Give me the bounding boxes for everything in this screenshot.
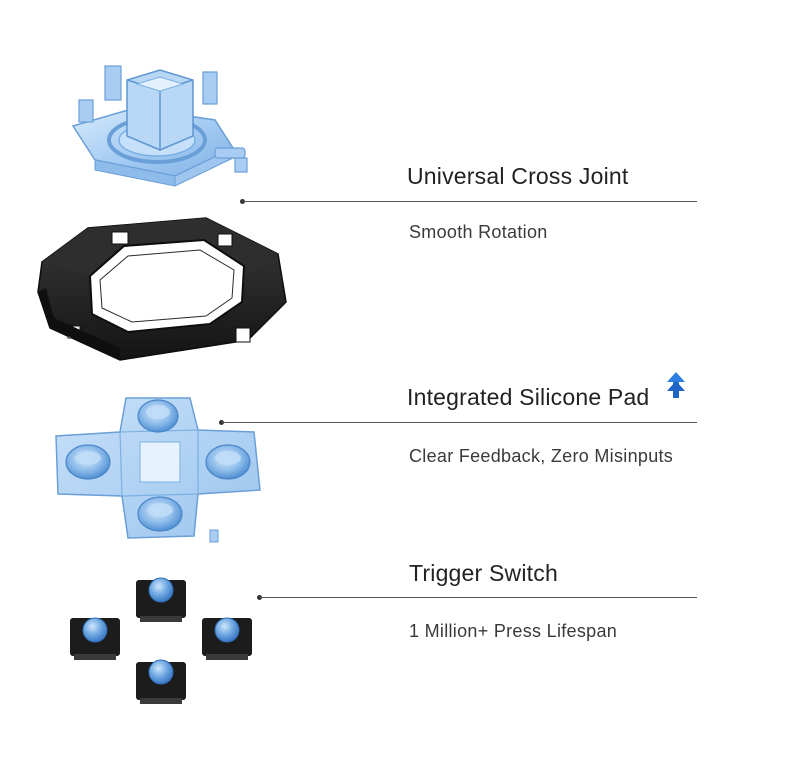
feature-title-cross-joint: Universal Cross Joint: [407, 163, 629, 189]
feature-subtitle-trigger-switch: 1 Million+ Press Lifespan: [409, 621, 618, 641]
leader-line: [243, 201, 697, 202]
leader-dot: [257, 595, 262, 600]
universal-cross-joint-illustration: [71, 65, 248, 187]
black-frame-ring-illustration: [37, 217, 287, 361]
switch-top: [136, 577, 186, 622]
leader-line: [260, 597, 697, 598]
feature-subtitle-cross-joint: Smooth Rotation: [409, 222, 548, 242]
leader-line: [222, 422, 697, 423]
switch-right: [202, 617, 252, 660]
feature-subtitle-silicone-pad: Clear Feedback, Zero Misinputs: [409, 446, 674, 466]
feature-title-trigger-switch: Trigger Switch: [409, 560, 558, 586]
feature-title-silicone-pad: Integrated Silicone Pad: [407, 384, 650, 410]
silicone-pad-illustration: [55, 397, 261, 543]
switch-bottom: [136, 659, 186, 704]
upgrade-arrow-icon: [667, 372, 685, 398]
leader-dot: [219, 420, 224, 425]
leader-dot: [240, 199, 245, 204]
switch-left: [70, 617, 120, 660]
trigger-switches-illustration: [70, 577, 252, 704]
